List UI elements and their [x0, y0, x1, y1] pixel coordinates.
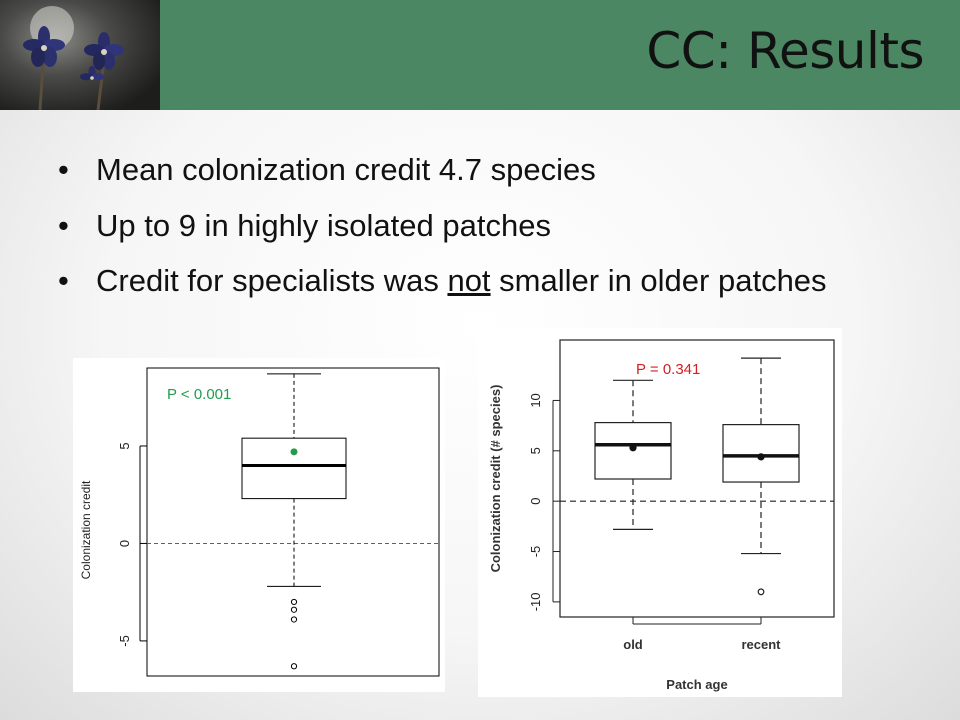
- bullet-list: • Mean colonization credit 4.7 species •…: [58, 152, 898, 318]
- y-tick-label: 10: [528, 393, 543, 407]
- plot-background: [73, 358, 445, 692]
- bullet-item: • Up to 9 in highly isolated patches: [58, 208, 898, 244]
- x-tick-label: recent: [741, 637, 781, 652]
- header-bar: CC: Results: [0, 0, 960, 110]
- x-tick-label: old: [623, 637, 643, 652]
- y-axis-label: Colonization credit (# species): [488, 385, 503, 573]
- mean-point: [757, 453, 765, 461]
- bullet-item: • Credit for specialists was not smaller…: [58, 264, 898, 298]
- y-tick-label: -10: [528, 592, 543, 611]
- bullet-text-continued: smaller in older patches: [490, 263, 827, 298]
- box: [241, 437, 347, 500]
- p-value-annotation: P = 0.341: [636, 361, 700, 378]
- slide-title: CC: Results: [646, 22, 924, 80]
- y-tick-label: 0: [117, 540, 132, 547]
- bullet-item: • Mean colonization credit 4.7 species: [58, 152, 898, 188]
- bullet-dot-icon: •: [58, 263, 69, 298]
- y-axis-label: Colonization credit: [79, 480, 93, 579]
- outlier-point: [290, 616, 298, 623]
- outlier-point: [290, 598, 298, 606]
- boxplot-patch-age: -10 -5 0 5 10 Colonization credit (# species)…: [478, 328, 842, 697]
- outlier-point: [757, 588, 765, 596]
- plot-frame: [146, 367, 440, 677]
- y-tick-label: 5: [528, 447, 543, 454]
- y-tick-label: 0: [528, 498, 543, 505]
- bullet-dot-icon: •: [58, 208, 69, 243]
- outlier-point: [290, 663, 298, 670]
- mean-point: [629, 444, 637, 452]
- mean-point: [290, 448, 298, 456]
- bullet-emphasis: not: [447, 263, 491, 298]
- x-axis-label: Patch age: [666, 677, 727, 692]
- y-tick-label: 5: [117, 442, 132, 449]
- p-value-annotation: P < 0.001: [167, 386, 231, 403]
- plot-background: [478, 328, 842, 697]
- bullet-dot-icon: •: [58, 152, 69, 187]
- y-tick-label: -5: [117, 635, 132, 647]
- bullet-text: Mean colonization credit 4.7 species: [96, 152, 596, 187]
- y-tick-label: -5: [528, 546, 543, 558]
- plot-frame: [559, 339, 835, 618]
- bullet-text: Up to 9 in highly isolated patches: [96, 208, 551, 243]
- outlier-point: [290, 606, 298, 613]
- bullet-text: Credit for specialists was: [96, 263, 448, 298]
- flower-photo-icon: [0, 0, 160, 110]
